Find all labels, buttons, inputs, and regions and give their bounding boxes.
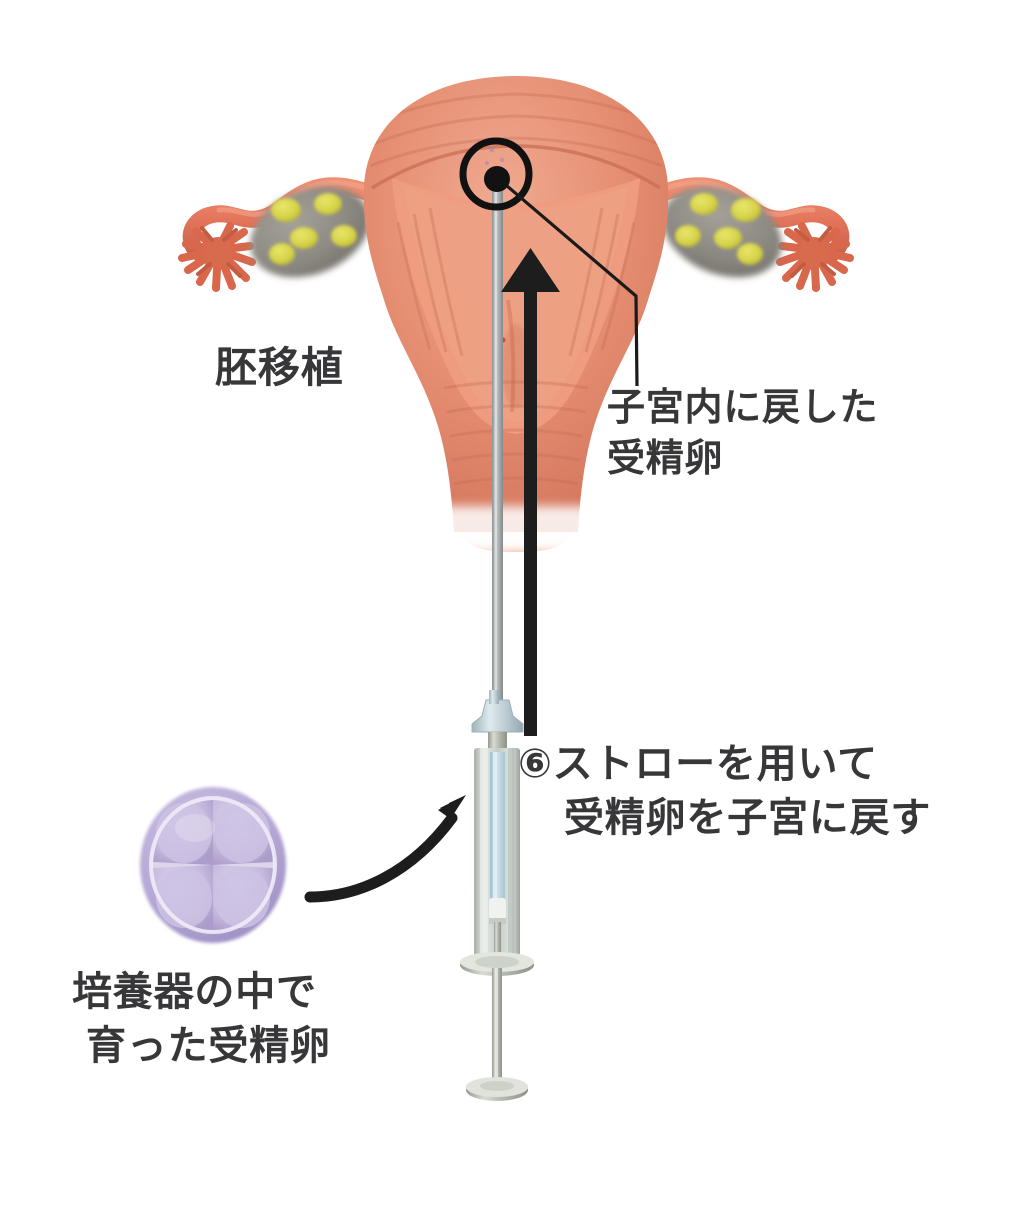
uterus [363,76,669,552]
label-incubator-egg-line1: 培養器の中で [72,970,317,1014]
label-incubator-egg-line2: 育った受精卵 [86,1023,331,1068]
up-arrow-injection [501,248,560,736]
label-incubator-egg: 培養器の中で育った受精卵 [72,966,331,1073]
endometrium-specks [485,147,505,165]
embryo-highlight-circle [459,137,533,211]
label-step-six-line1: ⑥ストローを用いて [518,742,878,786]
syringe [460,690,534,1101]
catheter-tube [492,178,503,708]
label-embryo-transfer: 胚移植 [215,344,344,391]
label-returned-egg: 子宮内に戻した受精卵 [607,383,878,485]
label-returned-egg-line2: 受精卵 [607,437,724,480]
embryo-four-cell [140,787,286,943]
ovary-right [662,186,782,278]
label-returned-egg-line1: 子宮内に戻した [607,387,879,429]
curved-arrow-to-syringe [304,795,466,903]
leader-line-to-label [498,178,639,387]
label-step-six-line2: 受精卵を子宮に戻す [564,795,932,840]
ovary-left [250,186,370,278]
follicles-right [675,193,763,265]
fimbriae-right [776,222,854,292]
fimbriae-left [178,222,256,292]
embryo-dot-marker [484,166,510,192]
label-step-six: ⑥ストローを用いて受精卵を子宮に戻す [518,738,931,845]
follicles-left [269,193,357,265]
